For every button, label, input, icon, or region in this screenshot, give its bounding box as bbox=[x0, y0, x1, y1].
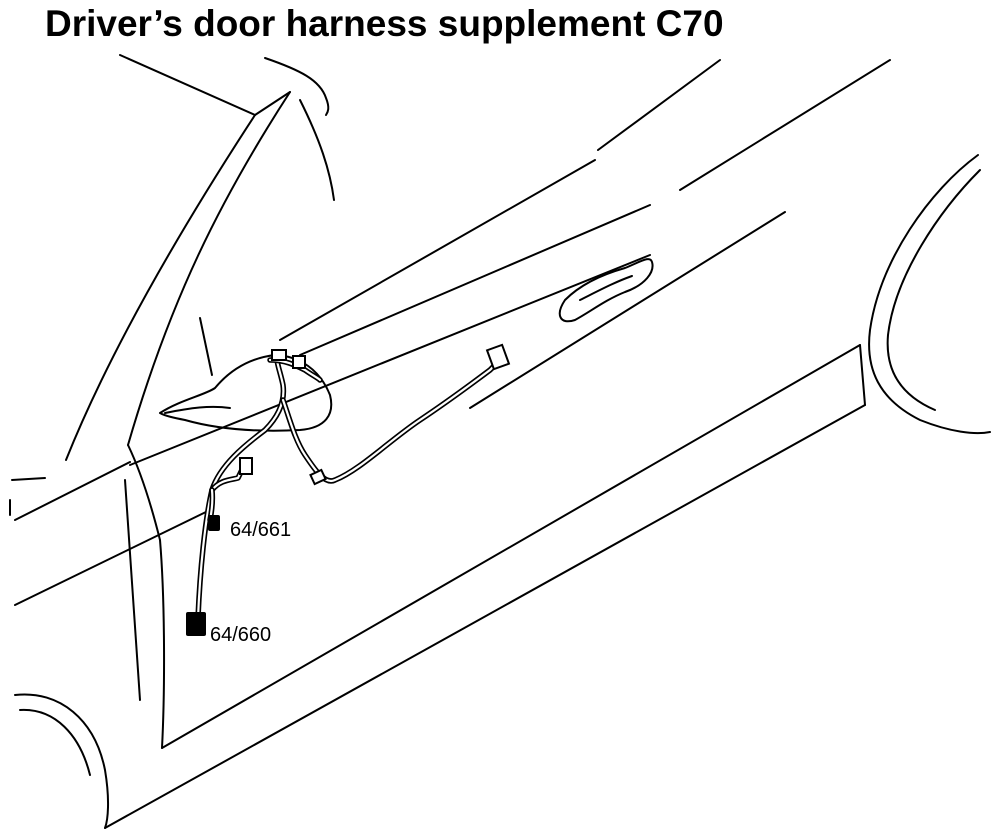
connector-64-661-label: 64/661 bbox=[230, 519, 291, 541]
connector-64-660-label: 64/660 bbox=[210, 624, 271, 646]
car-body-outline bbox=[9, 54, 991, 829]
wiring-harness bbox=[195, 343, 511, 621]
connector-64-661: 64/661 bbox=[208, 515, 291, 541]
diagram-title: Driver’s door harness supplement C70 bbox=[45, 3, 724, 44]
connector-64-660: 64/660 bbox=[186, 612, 271, 646]
